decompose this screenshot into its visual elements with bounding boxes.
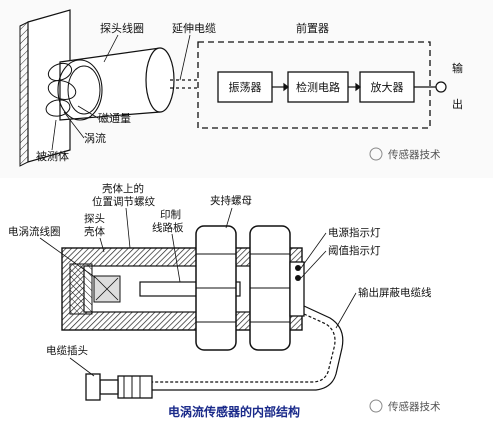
clamp-nut-left bbox=[195, 225, 237, 351]
internal-structure-panel: 壳体上的 位置调节螺纹 夹持螺母 探头 壳体 电涡流线圈 印制 线路板 电源指示… bbox=[0, 178, 493, 422]
clamp-nut-label: 夹持螺母 bbox=[210, 194, 252, 207]
extension-cable bbox=[170, 79, 200, 89]
amplifier-label: 放大器 bbox=[371, 80, 404, 94]
watermark-text-top: 传感器技术 bbox=[388, 148, 441, 161]
oscillator-block: 振荡器 bbox=[217, 71, 273, 103]
oscillator-label: 振荡器 bbox=[229, 80, 262, 94]
pcb-label-2: 线路板 bbox=[152, 221, 184, 234]
eddy-current-loops bbox=[45, 62, 77, 117]
internal-structure-diagram: 壳体上的 位置调节螺纹 夹持螺母 探头 壳体 电涡流线圈 印制 线路板 电源指示… bbox=[8, 182, 441, 419]
housing-thread-label-1: 壳体上的 bbox=[102, 182, 144, 195]
output-label-top: 输 bbox=[452, 61, 463, 75]
eddy-coil bbox=[93, 275, 121, 303]
probe-housing-label-2: 壳体 bbox=[84, 225, 105, 238]
output-terminal bbox=[435, 81, 447, 93]
watermark-bottom: 传感器技术 bbox=[369, 399, 441, 413]
flux-label: 磁通量 bbox=[98, 112, 131, 125]
detector-label: 检测电路 bbox=[296, 80, 340, 94]
preamplifier-enclosure bbox=[197, 41, 431, 129]
cable-plug bbox=[85, 373, 153, 401]
probe-cylinder bbox=[57, 47, 175, 121]
block-diagram-panel: 振荡器 检测电路 放大器 输 出 探头线圈 延伸电缆 前置器 磁通量 涡流 被测… bbox=[0, 0, 493, 178]
shielded-cable-label: 输出屏蔽电缆线 bbox=[358, 286, 432, 299]
power-indicator-label: 电源指示灯 bbox=[328, 226, 381, 239]
watermark-top: 传感器技术 bbox=[369, 147, 441, 161]
detector-block: 检测电路 bbox=[287, 71, 349, 103]
shielded-cable bbox=[150, 305, 344, 391]
diagram-caption: 电涡流传感器的内部结构 bbox=[168, 404, 300, 419]
pcb-label-1: 印制 bbox=[160, 208, 181, 221]
threshold-indicator-label: 阈值指示灯 bbox=[328, 244, 381, 257]
block-diagram: 振荡器 检测电路 放大器 输 出 探头线圈 延伸电缆 前置器 磁通量 涡流 被测… bbox=[19, 9, 463, 167]
preamplifier-label: 前置器 bbox=[296, 21, 329, 35]
target-label: 被测体 bbox=[36, 149, 69, 163]
eddy-current-label: 涡流 bbox=[84, 131, 106, 145]
watermark-text-bottom: 传感器技术 bbox=[388, 400, 441, 413]
probe-coil-label: 探头线圈 bbox=[100, 21, 144, 35]
cable-plug-label: 电缆插头 bbox=[46, 344, 88, 357]
indicator-cap bbox=[289, 261, 305, 317]
eddy-coil-label: 电涡流线圈 bbox=[8, 225, 61, 238]
housing-thread-label-2: 位置调节螺纹 bbox=[92, 195, 155, 208]
probe-housing-label-1: 探头 bbox=[84, 212, 105, 225]
clamp-nut-right bbox=[249, 225, 291, 351]
output-label-bottom: 出 bbox=[452, 97, 463, 111]
extension-cable-label: 延伸电缆 bbox=[172, 22, 216, 35]
amplifier-block: 放大器 bbox=[359, 71, 415, 103]
signal-arrows bbox=[272, 82, 436, 92]
